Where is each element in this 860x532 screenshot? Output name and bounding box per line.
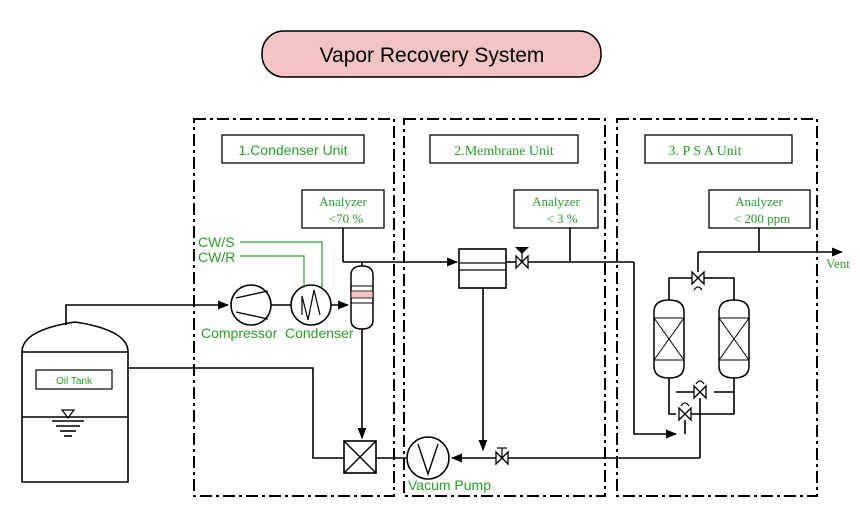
svg-text:1.Condenser Unit: 1.Condenser Unit (239, 142, 348, 158)
adsorber-right (718, 299, 750, 379)
oil-tank: Oil Tank (21, 321, 129, 483)
psa-unit-boundary (616, 118, 818, 497)
mixer-box (343, 440, 377, 474)
svg-text:< 200 ppm: < 200 ppm (734, 211, 790, 226)
cwr-label: CW/R (198, 249, 235, 265)
adsorber-left (653, 299, 685, 379)
vacuum-pump: Vacum Pump (406, 436, 491, 493)
condenser: Condenser (285, 284, 354, 341)
analyzer-condenser: Analyzer <70 % (301, 189, 385, 229)
analyzer-psa: Analyzer < 200 ppm (708, 189, 811, 229)
control-valve-membrane (515, 247, 529, 270)
membrane-module (458, 248, 507, 289)
svg-text:3. P S A Unit: 3. P S A Unit (668, 144, 741, 159)
compressor-label: Compressor (201, 325, 278, 341)
svg-text:Analyzer: Analyzer (532, 194, 580, 209)
valve-return (495, 447, 509, 466)
analyzer-membrane: Analyzer < 3 % (513, 189, 599, 229)
valve-bottom-a (693, 380, 707, 400)
vent-label: Vent (826, 256, 850, 271)
vacuum-pump-label: Vacum Pump (408, 477, 491, 493)
oil-tank-label: Oil Tank (56, 376, 93, 387)
membrane-unit-boundary (403, 118, 606, 497)
svg-text:< 3 %: < 3 % (546, 211, 577, 226)
svg-text:Analyzer: Analyzer (735, 194, 783, 209)
compressor: Compressor (201, 284, 278, 341)
condenser-unit-boundary (193, 118, 395, 497)
svg-text:<70 %: <70 % (329, 211, 364, 226)
condenser-label: Condenser (285, 325, 354, 341)
valve-top (691, 270, 705, 291)
valve-bottom-b (678, 402, 692, 422)
svg-text:2.Membrane Unit: 2.Membrane Unit (454, 144, 554, 159)
cws-label: CW/S (198, 234, 235, 250)
title-box: Vapor Recovery System (261, 30, 602, 78)
unit-label-psa: 3. P S A Unit (644, 134, 793, 164)
page-title: Vapor Recovery System (320, 44, 545, 67)
unit-label-membrane: 2.Membrane Unit (429, 134, 579, 164)
separator-vessel (350, 265, 374, 330)
unit-label-condenser: 1.Condenser Unit (221, 134, 365, 164)
svg-text:Analyzer: Analyzer (319, 194, 367, 209)
